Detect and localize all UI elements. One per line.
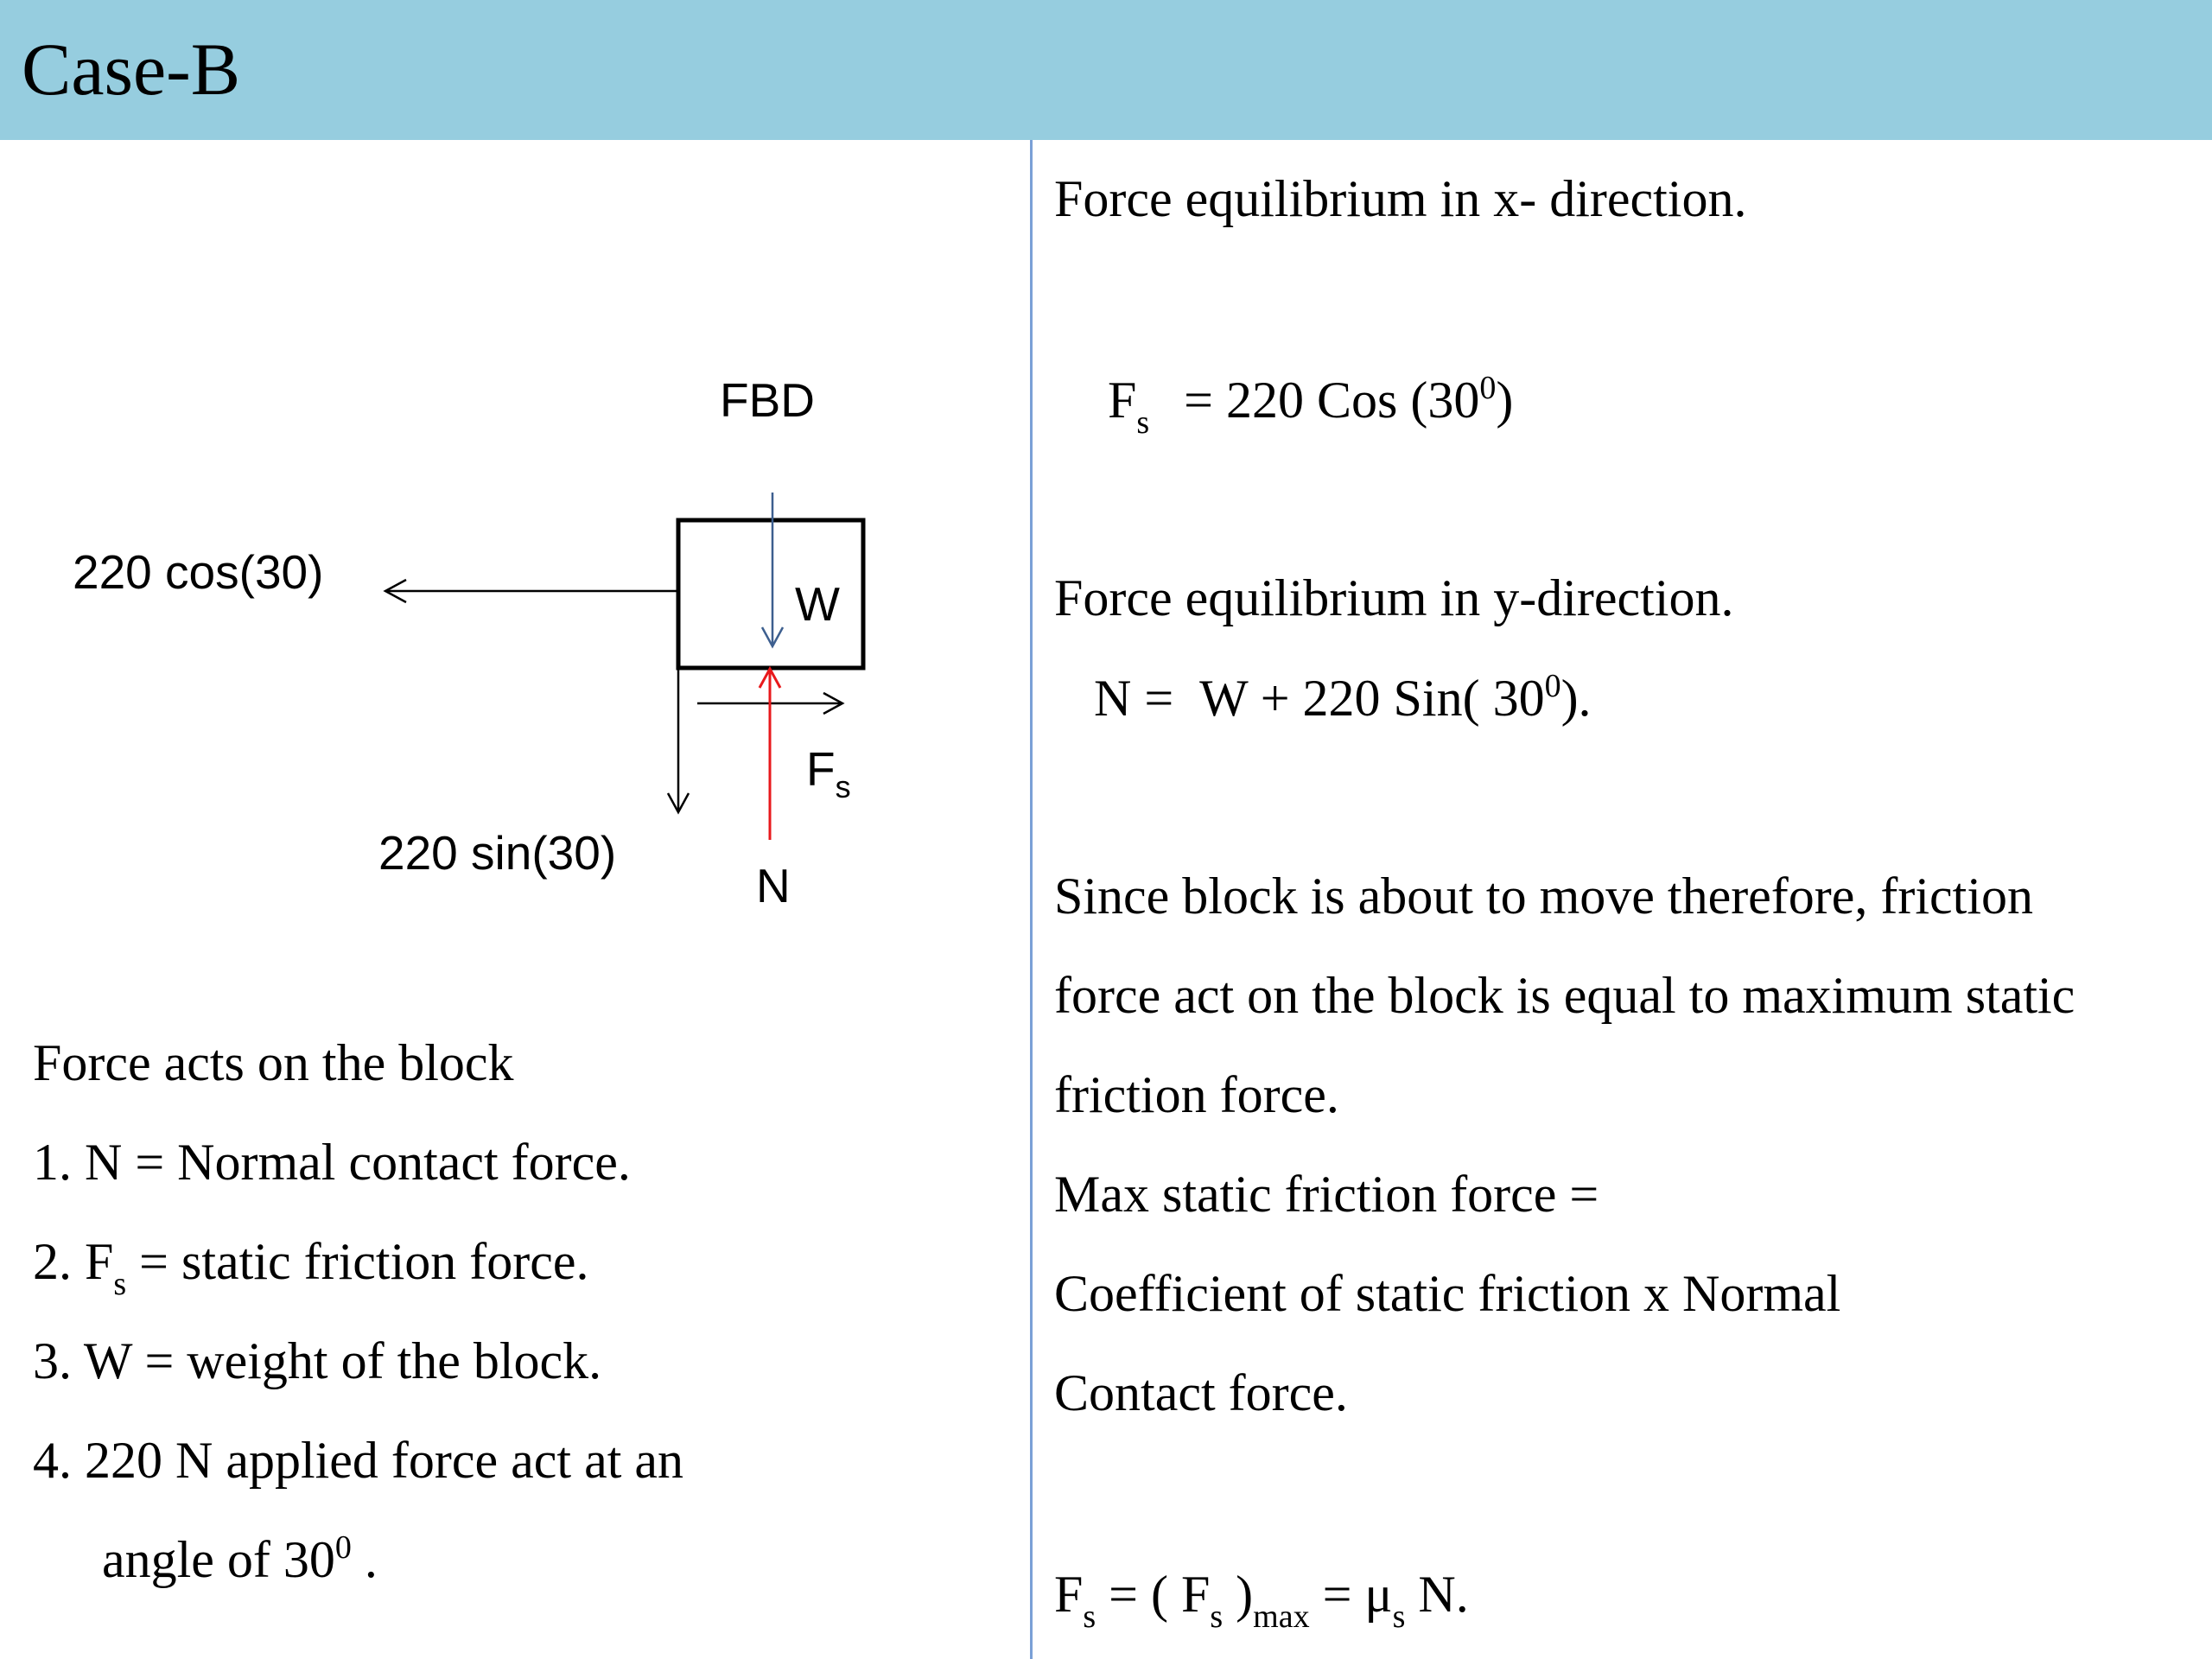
force-item-weight: 3. W = weight of the block. bbox=[33, 1332, 602, 1389]
angle-text: angle of 30 bbox=[102, 1531, 335, 1588]
horizontal-force-arrow bbox=[383, 578, 678, 604]
angle-sup: 0 bbox=[334, 1529, 352, 1566]
final-eq-max-sub: max bbox=[1253, 1599, 1310, 1635]
eq-x-sup: 0 bbox=[1479, 370, 1497, 406]
force-item-applied: 4. 220 N applied force act at an bbox=[33, 1432, 684, 1489]
eq-x-rhs-post: ) bbox=[1496, 372, 1514, 429]
explanation-line: Contact force. bbox=[1054, 1364, 1348, 1421]
force-item-friction-sub: s bbox=[113, 1266, 127, 1302]
y-equilibrium-heading: Force equilibrium in y-direction. bbox=[1054, 569, 1734, 626]
force-item-friction-pre: 2. F bbox=[33, 1233, 114, 1290]
explanation-line: friction force. bbox=[1054, 1066, 1339, 1123]
final-eq-mid-sub: s bbox=[1210, 1599, 1224, 1635]
vertical-force-arrow bbox=[666, 668, 690, 815]
friction-label-sub: s bbox=[835, 769, 851, 804]
force-item-friction: 2. Fs = static friction force. bbox=[33, 1231, 589, 1300]
eq-y-text: N = W + 220 Sin( 30 bbox=[1094, 670, 1545, 727]
vertical-force-label: 220 sin(30) bbox=[378, 826, 617, 880]
final-eq-mid2: ) bbox=[1223, 1566, 1254, 1623]
forces-heading: Force acts on the block bbox=[33, 1034, 514, 1091]
free-body-diagram bbox=[383, 493, 866, 840]
force-item-normal: 1. N = Normal contact force. bbox=[33, 1134, 631, 1191]
eq-y-post: ). bbox=[1560, 670, 1592, 727]
final-eq-mu: = μ bbox=[1309, 1566, 1393, 1623]
eq-x-rhs: = 220 Cos (30 bbox=[1184, 372, 1480, 429]
x-equilibrium-equation: Fs = 220 Cos (300) bbox=[1108, 370, 1514, 439]
eq-y-sup: 0 bbox=[1544, 668, 1561, 704]
weight-label: W bbox=[795, 577, 840, 631]
normal-force-arrow bbox=[758, 665, 782, 840]
slide-title: Case-B bbox=[22, 28, 241, 111]
final-eq-f: F bbox=[1054, 1566, 1084, 1623]
y-equilibrium-equation: N = W + 220 Sin( 300). bbox=[1094, 668, 1592, 728]
x-equilibrium-heading: Force equilibrium in x- direction. bbox=[1054, 170, 1747, 227]
weight-arrow bbox=[760, 493, 785, 649]
friction-equation: Fs = ( Fs )max = μs N. bbox=[1054, 1564, 1469, 1633]
eq-x-lhs: F bbox=[1108, 372, 1137, 429]
eq-x-lhs-sub: s bbox=[1136, 404, 1150, 441]
explanation-line: Coefficient of static friction x Normal bbox=[1054, 1265, 1841, 1322]
explanation-line: Max static friction force = bbox=[1054, 1166, 1599, 1223]
explanation-line: Since block is about to move therefore, … bbox=[1054, 868, 2033, 925]
final-eq-end: N. bbox=[1405, 1566, 1469, 1623]
explanation-line: force act on the block is equal to maxim… bbox=[1054, 967, 2075, 1024]
normal-label: N bbox=[756, 859, 791, 912]
horizontal-force-label: 220 cos(30) bbox=[73, 545, 324, 599]
column-divider bbox=[1030, 140, 1033, 1659]
friction-label-base: F bbox=[806, 742, 836, 796]
angle-post: . bbox=[351, 1531, 378, 1588]
final-eq-f-sub: s bbox=[1083, 1599, 1096, 1635]
final-eq-mu-sub: s bbox=[1392, 1599, 1406, 1635]
force-item-applied-angle: angle of 300 . bbox=[102, 1529, 378, 1590]
fbd-title: FBD bbox=[720, 373, 815, 427]
final-eq-mid1: = ( F bbox=[1096, 1566, 1211, 1623]
title-bar: Case-B bbox=[0, 0, 2212, 140]
friction-label: Fs bbox=[806, 741, 851, 816]
force-item-friction-post: = static friction force. bbox=[126, 1233, 589, 1290]
